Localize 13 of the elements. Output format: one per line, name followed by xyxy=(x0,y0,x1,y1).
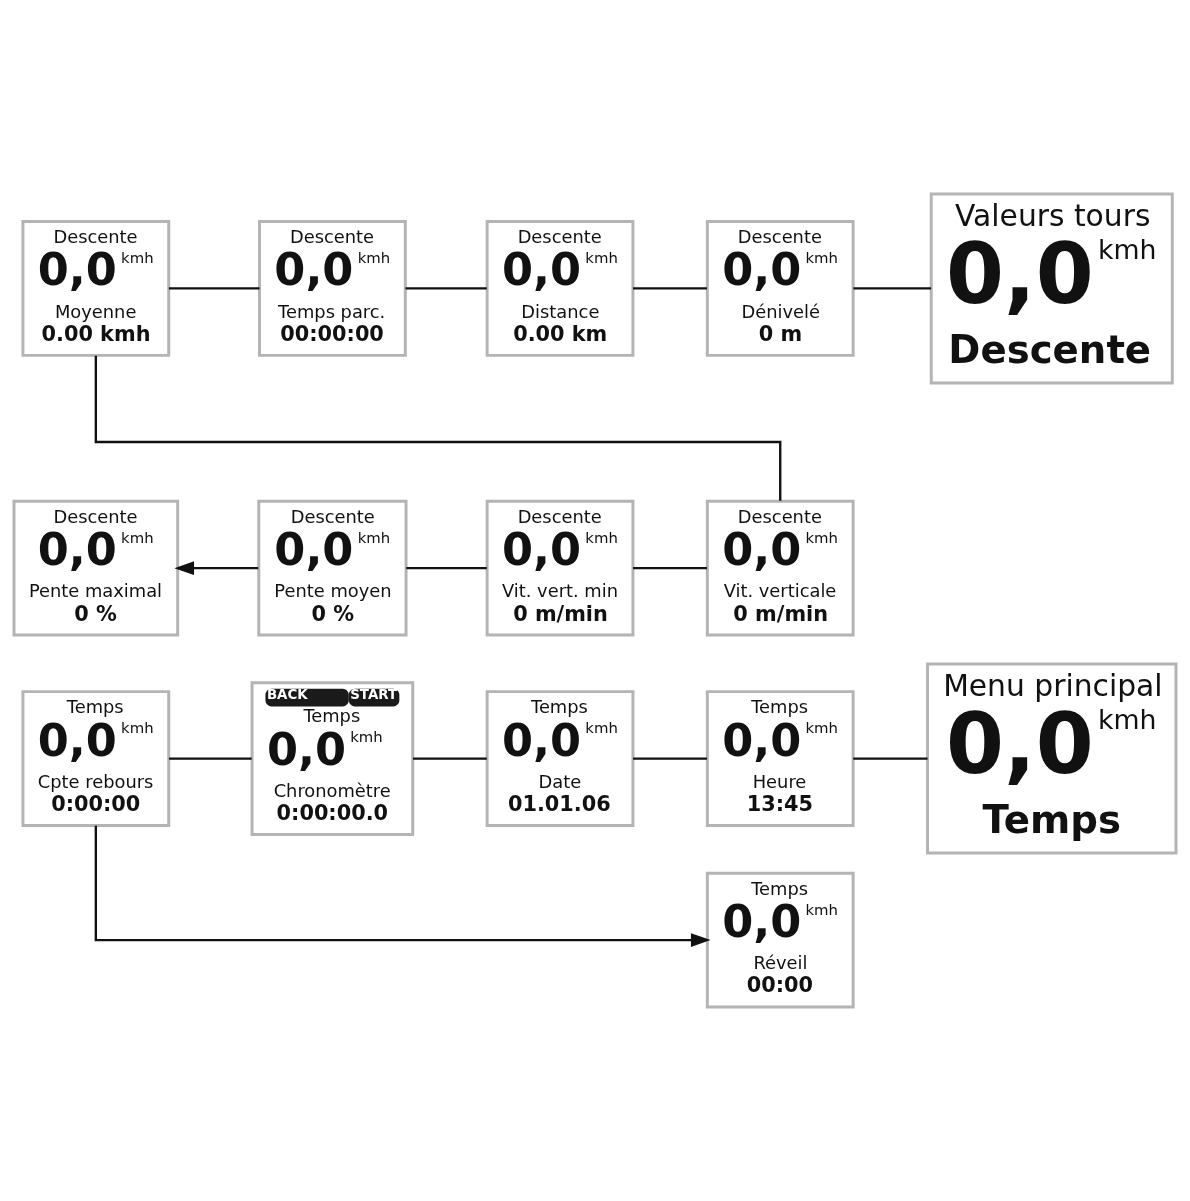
connector xyxy=(633,566,707,570)
connector xyxy=(413,757,487,760)
connector xyxy=(406,566,487,570)
arrow xyxy=(174,561,259,576)
connector xyxy=(168,287,260,290)
connector xyxy=(633,287,707,290)
connector xyxy=(169,757,252,760)
connector xyxy=(633,757,707,760)
connector xyxy=(853,757,928,760)
connector xyxy=(853,287,932,290)
arrow xyxy=(94,825,711,947)
connector xyxy=(94,355,782,501)
connector xyxy=(405,287,487,290)
